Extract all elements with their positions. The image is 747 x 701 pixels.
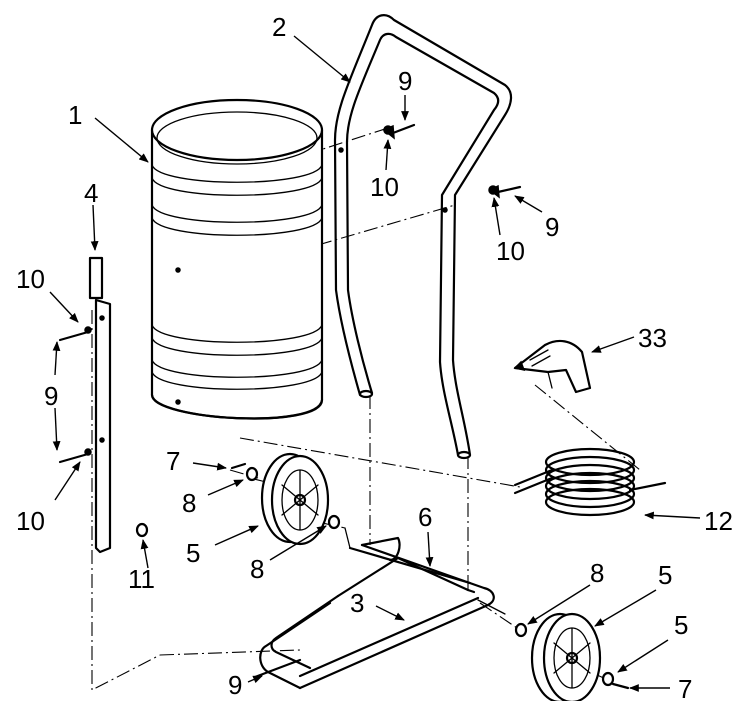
hose-coil-part-12 xyxy=(513,447,667,517)
wheel-left-part-5 xyxy=(260,452,330,546)
callout-5-right-bottom: 5 xyxy=(674,610,688,640)
spray-gun-part-33 xyxy=(513,339,592,394)
callout-10-top: 10 xyxy=(370,172,399,202)
handle-frame-part-2 xyxy=(333,14,513,460)
callout-9-bottom: 9 xyxy=(228,670,242,700)
wheel-right-part-5 xyxy=(530,612,602,701)
callout-12: 12 xyxy=(704,506,733,536)
base-frame-part-6 xyxy=(259,527,506,690)
callout-4: 4 xyxy=(84,178,98,208)
hardware-parts xyxy=(58,123,630,690)
callout-8-left: 8 xyxy=(182,488,196,518)
callout-11: 11 xyxy=(128,564,155,594)
container-drum-part-1 xyxy=(150,98,324,420)
callout-10-top-left: 10 xyxy=(16,264,45,294)
callout-10-bottom-left: 10 xyxy=(16,506,45,536)
mounting-strip-part-4 xyxy=(88,256,112,554)
callout-3: 3 xyxy=(350,588,364,618)
callout-9-right: 9 xyxy=(545,212,559,242)
callout-10-right: 10 xyxy=(496,236,525,266)
callout-8-middle: 8 xyxy=(250,554,264,584)
callout-6: 6 xyxy=(418,502,432,532)
callout-1: 1 xyxy=(68,100,82,130)
callout-9-left: 9 xyxy=(44,381,58,411)
callout-9-top: 9 xyxy=(398,66,412,96)
callout-7-right: 7 xyxy=(678,674,692,701)
callout-labels: 1 2 4 10 9 10 9 10 9 10 33 12 7 8 5 8 11… xyxy=(16,12,733,701)
callout-8-right: 8 xyxy=(590,558,604,588)
callout-5-left: 5 xyxy=(186,538,200,568)
callout-33: 33 xyxy=(638,323,667,353)
callout-7-left: 7 xyxy=(166,446,180,476)
callout-5-right-top: 5 xyxy=(658,560,672,590)
callout-2: 2 xyxy=(272,12,286,42)
callout-leaders xyxy=(49,35,701,692)
